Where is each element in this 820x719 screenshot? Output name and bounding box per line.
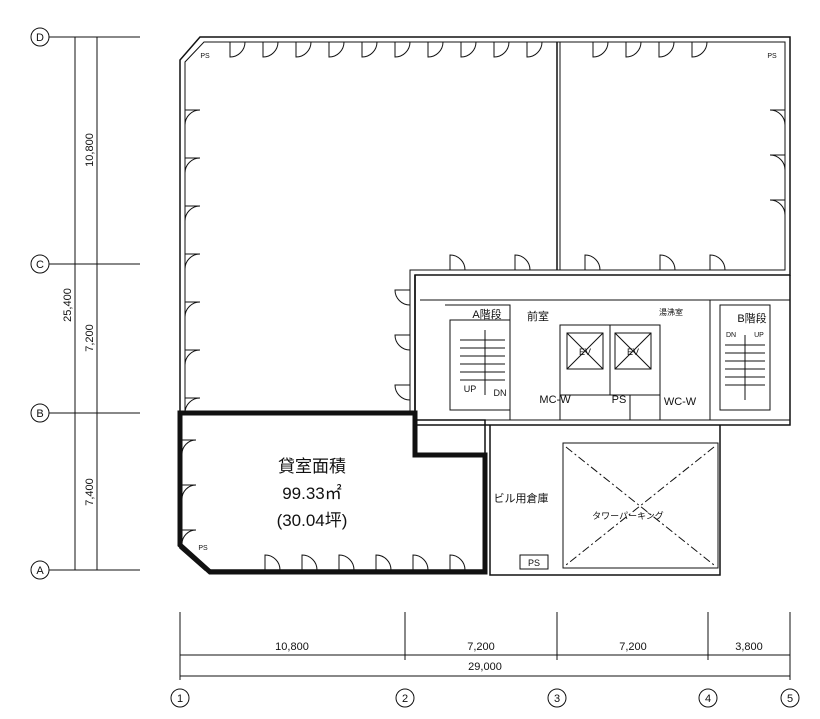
dim-4-5: 3,800	[735, 641, 763, 653]
grid-label: C	[36, 259, 44, 271]
stair-b-up: UP	[754, 332, 764, 339]
window-sash-icon	[181, 439, 197, 455]
elevators	[566, 332, 652, 370]
ps-bottom-label: PS	[528, 558, 540, 568]
window-sash-icon	[184, 157, 201, 174]
window-sash-icon	[394, 334, 411, 351]
window-sash-icon	[412, 554, 429, 571]
window-sash-icon	[181, 529, 197, 545]
ps-bl-label: PS	[198, 545, 208, 552]
kitchenette-label: 湯沸室	[659, 307, 683, 317]
window-sash-icon	[184, 205, 201, 222]
window-sash-icon	[493, 41, 510, 58]
window-sash-icon	[460, 41, 477, 58]
grid-label: 4	[705, 693, 711, 705]
dim-total-vertical: 25,400	[62, 288, 74, 322]
window-sash-icon	[295, 41, 312, 58]
rental-title: 貸室面積	[278, 457, 346, 476]
wcw-label: WC-W	[664, 396, 697, 408]
dim-c-b: 7,200	[84, 324, 96, 352]
ev2-label: EV	[627, 347, 639, 357]
window-sash-icon	[769, 109, 786, 126]
grid-label: B	[36, 408, 43, 420]
window-sash-icon	[338, 554, 355, 571]
window-sash-icon	[184, 109, 201, 126]
window-sash-icon	[184, 301, 201, 318]
grid-label: 1	[177, 693, 183, 705]
doors	[181, 41, 786, 571]
dim-b-a: 7,400	[84, 478, 96, 506]
stair-a	[449, 319, 511, 411]
window-sash-icon	[427, 41, 444, 58]
grid-col-2: 2	[395, 688, 415, 708]
window-sash-icon	[584, 254, 601, 271]
ps-core-label: PS	[612, 394, 627, 406]
stair-b-label: B階段	[737, 311, 766, 325]
grid-row-C: C	[30, 254, 50, 274]
grid-col-1: 1	[170, 688, 190, 708]
stair-b	[725, 335, 765, 400]
grid-row-B: B	[30, 403, 50, 423]
dim-d-c: 10,800	[84, 133, 96, 167]
window-sash-icon	[449, 554, 466, 571]
dim-3-4: 7,200	[619, 641, 647, 653]
window-sash-icon	[181, 484, 197, 500]
window-sash-icon	[625, 41, 642, 58]
tower-parking-label: タワーパーキング	[592, 510, 664, 521]
lobby-label: 前室	[527, 309, 549, 323]
grid-col-3: 3	[547, 688, 567, 708]
window-sash-icon	[229, 41, 246, 58]
window-sash-icon	[262, 41, 279, 58]
rental-area: 99.33㎡	[282, 484, 342, 503]
dim-1-2: 10,800	[275, 641, 309, 653]
window-sash-icon	[769, 199, 786, 216]
window-sash-icon	[394, 41, 411, 58]
building-outline	[179, 36, 791, 576]
window-sash-icon	[709, 254, 726, 271]
window-sash-icon	[592, 41, 609, 58]
rental-area-outline	[177, 410, 488, 575]
mcw-label: MC-W	[539, 394, 571, 406]
grid-col-4: 4	[698, 688, 718, 708]
dim-total-horizontal: 29,000	[468, 661, 502, 673]
ps-tl-label: PS	[200, 53, 210, 60]
window-sash-icon	[375, 554, 392, 571]
grid-row-D: D	[30, 27, 50, 47]
window-sash-icon	[301, 554, 318, 571]
ev1-label: EV	[579, 347, 591, 357]
stair-a-dn: DN	[494, 388, 507, 398]
window-sash-icon	[328, 41, 345, 58]
window-sash-icon	[658, 41, 675, 58]
window-sash-icon	[659, 254, 676, 271]
window-sash-icon	[184, 253, 201, 270]
window-sash-icon	[769, 154, 786, 171]
window-sash-icon	[526, 41, 543, 58]
stair-b-dn: DN	[726, 332, 736, 339]
grid-label: 3	[554, 693, 560, 705]
dim-2-3: 7,200	[467, 641, 495, 653]
stair-a-label: A階段	[472, 307, 501, 321]
window-sash-icon	[184, 349, 201, 366]
grid-row-A: A	[30, 560, 50, 580]
window-sash-icon	[264, 554, 281, 571]
grid-label: 5	[787, 693, 793, 705]
window-sash-icon	[394, 289, 411, 306]
stair-a-up: UP	[464, 384, 477, 394]
window-sash-icon	[691, 41, 708, 58]
window-sash-icon	[514, 254, 531, 271]
window-sash-icon	[361, 41, 378, 58]
grid-col-5: 5	[780, 688, 800, 708]
grid-label: A	[36, 565, 44, 577]
ps-tr-label: PS	[767, 53, 777, 60]
storage-label: ビル用倉庫	[494, 491, 549, 505]
window-sash-icon	[184, 397, 201, 414]
grid-label: 2	[402, 693, 408, 705]
window-sash-icon	[449, 254, 466, 271]
grid-label: D	[36, 32, 44, 44]
window-sash-icon	[394, 384, 411, 401]
rental-tsubo: (30.04坪)	[277, 511, 348, 530]
